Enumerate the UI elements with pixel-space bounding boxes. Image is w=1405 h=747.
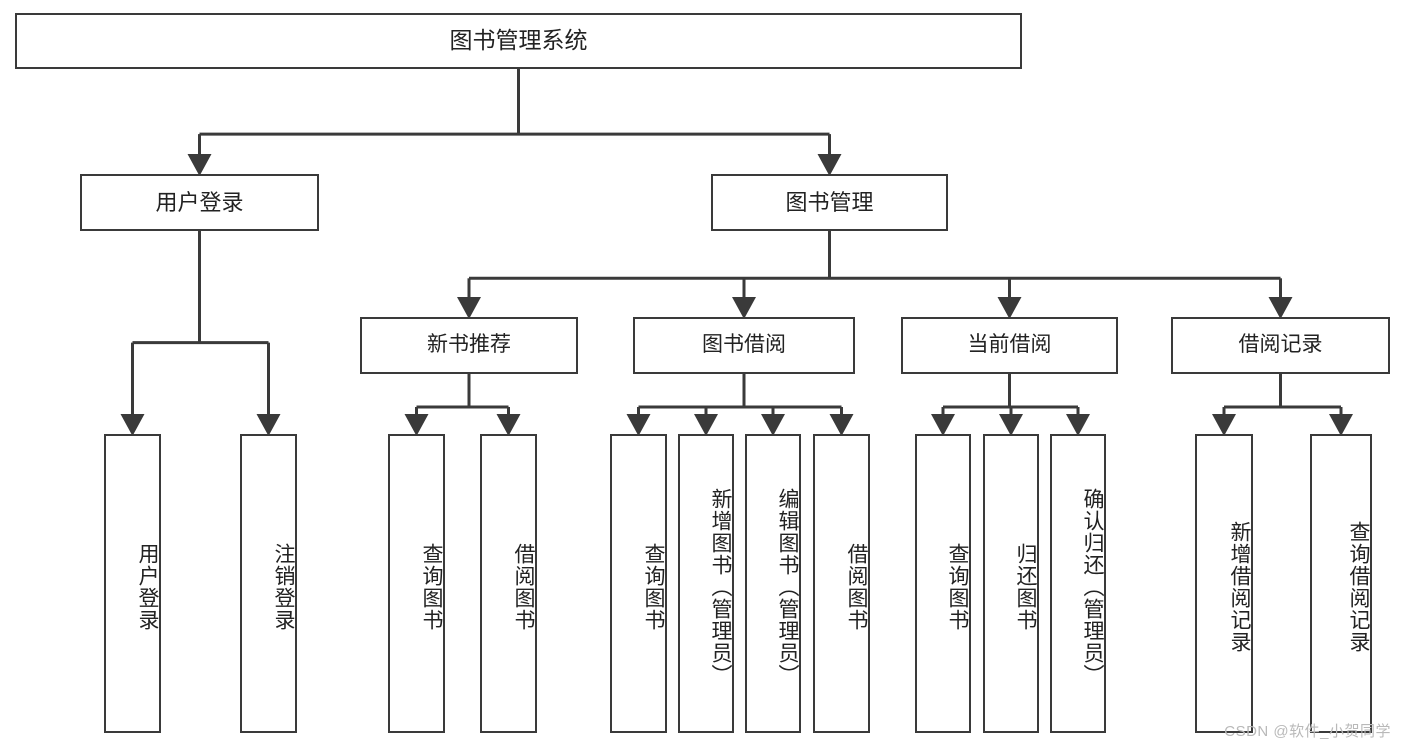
node-borrow-record-label: 借阅记录 — [1238, 333, 1323, 357]
node-leaf-add-borrow-record[interactable]: 新增借阅记录 — [1195, 434, 1253, 733]
node-leaf-return-book[interactable]: 归还图书 — [983, 434, 1039, 733]
node-user-login[interactable]: 用户登录 — [80, 174, 319, 231]
node-leaf-add-borrow-record-label: 新增借阅记录 — [1228, 520, 1251, 653]
node-leaf-confirm-return-label: 确认归还（管理员） — [1081, 487, 1104, 686]
node-leaf-query-book-2-label: 查询图书 — [642, 542, 665, 631]
node-leaf-add-book[interactable]: 新增图书（管理员） — [678, 434, 734, 733]
node-leaf-add-book-label: 新增图书（管理员） — [709, 487, 732, 686]
node-leaf-query-book-1-label: 查询图书 — [420, 542, 443, 631]
node-leaf-user-login-label: 用户登录 — [136, 542, 159, 631]
node-leaf-user-login[interactable]: 用户登录 — [104, 434, 161, 733]
node-leaf-return-book-label: 归还图书 — [1014, 542, 1037, 631]
node-book-borrow[interactable]: 图书借阅 — [633, 317, 855, 374]
node-leaf-query-book-2[interactable]: 查询图书 — [610, 434, 667, 733]
node-root[interactable]: 图书管理系统 — [15, 13, 1022, 69]
node-leaf-query-borrow-record[interactable]: 查询借阅记录 — [1310, 434, 1372, 733]
node-leaf-borrow-book-2-label: 借阅图书 — [845, 542, 868, 631]
node-leaf-borrow-book-1[interactable]: 借阅图书 — [480, 434, 537, 733]
node-leaf-query-book-3[interactable]: 查询图书 — [915, 434, 971, 733]
node-leaf-query-borrow-record-label: 查询借阅记录 — [1347, 520, 1370, 653]
node-user-login-label: 用户登录 — [155, 189, 244, 215]
node-leaf-query-book-3-label: 查询图书 — [946, 542, 969, 631]
node-leaf-confirm-return[interactable]: 确认归还（管理员） — [1050, 434, 1106, 733]
node-leaf-borrow-book-2[interactable]: 借阅图书 — [813, 434, 870, 733]
node-new-book-recommendation-label: 新书推荐 — [427, 333, 511, 357]
node-borrow-record[interactable]: 借阅记录 — [1171, 317, 1390, 374]
node-leaf-edit-book-label: 编辑图书（管理员） — [776, 487, 799, 686]
node-leaf-borrow-book-1-label: 借阅图书 — [512, 542, 535, 631]
node-book-manage-label: 图书管理 — [785, 189, 874, 215]
node-leaf-logout-label: 注销登录 — [272, 542, 295, 631]
node-book-borrow-label: 图书借阅 — [702, 333, 786, 357]
node-current-borrow-label: 当前借阅 — [967, 333, 1052, 357]
node-current-borrow[interactable]: 当前借阅 — [901, 317, 1118, 374]
node-book-manage[interactable]: 图书管理 — [711, 174, 948, 231]
watermark: CSDN @软件_小贺同学 — [1224, 723, 1391, 740]
node-root-label: 图书管理系统 — [449, 27, 588, 54]
node-leaf-query-book-1[interactable]: 查询图书 — [388, 434, 445, 733]
node-leaf-logout[interactable]: 注销登录 — [240, 434, 297, 733]
node-leaf-edit-book[interactable]: 编辑图书（管理员） — [745, 434, 801, 733]
node-new-book-recommendation[interactable]: 新书推荐 — [360, 317, 578, 374]
